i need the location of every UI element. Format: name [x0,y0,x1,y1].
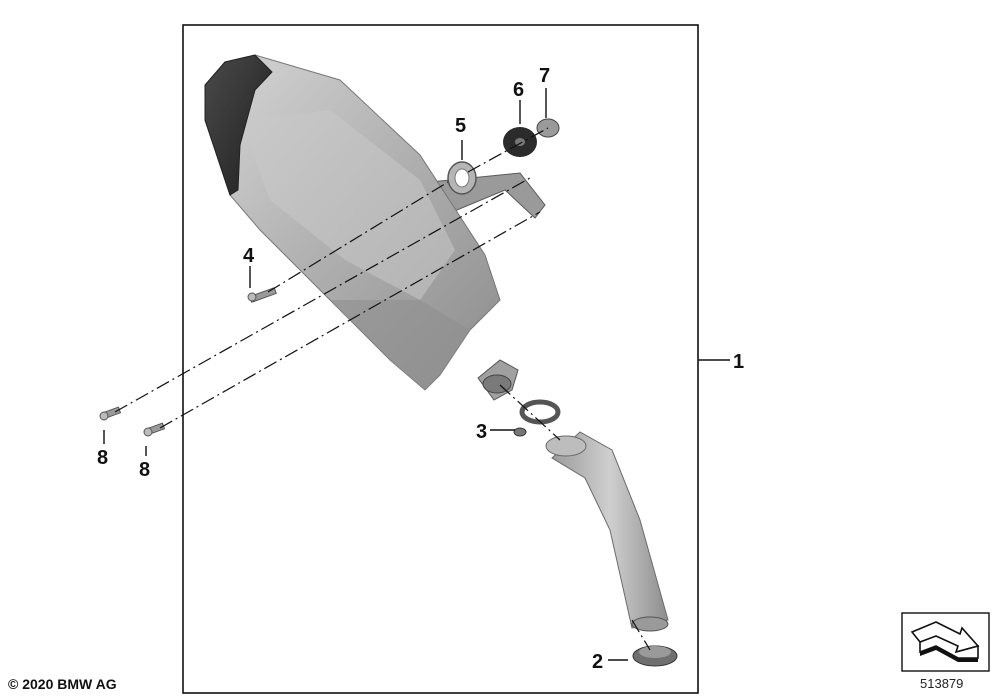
link-pipe [545,431,669,632]
callout-6: 6 [513,79,524,101]
callout-1: 1 [733,351,744,373]
clamp-2 [632,645,678,667]
arrow-direction-icon [901,612,990,672]
callout-7: 7 [539,65,550,87]
callout-2: 2 [592,651,603,673]
muffler-end-cap [204,54,273,196]
muffler-outlet-rim [482,374,512,394]
assembly-lines [114,127,651,651]
clamp-3 [513,399,561,437]
callout-5: 5 [455,115,466,137]
drawing-number: 513879 [920,676,964,691]
muffler [204,54,546,401]
muffler-facet-shadow [330,300,470,390]
muffler-facet [240,110,455,300]
bolt-8a [99,406,122,421]
assembly-frame [182,24,699,694]
callout-8b: 8 [139,459,150,481]
bolt-8b [143,422,166,437]
callout-8a: 8 [97,447,108,469]
leader-lines [103,88,730,661]
callout-3: 3 [476,421,487,443]
grommet-6 [503,127,537,157]
callout-4: 4 [243,245,255,267]
copyright-text: © 2020 BMW AG [8,676,117,692]
sleeve-5 [447,161,477,195]
